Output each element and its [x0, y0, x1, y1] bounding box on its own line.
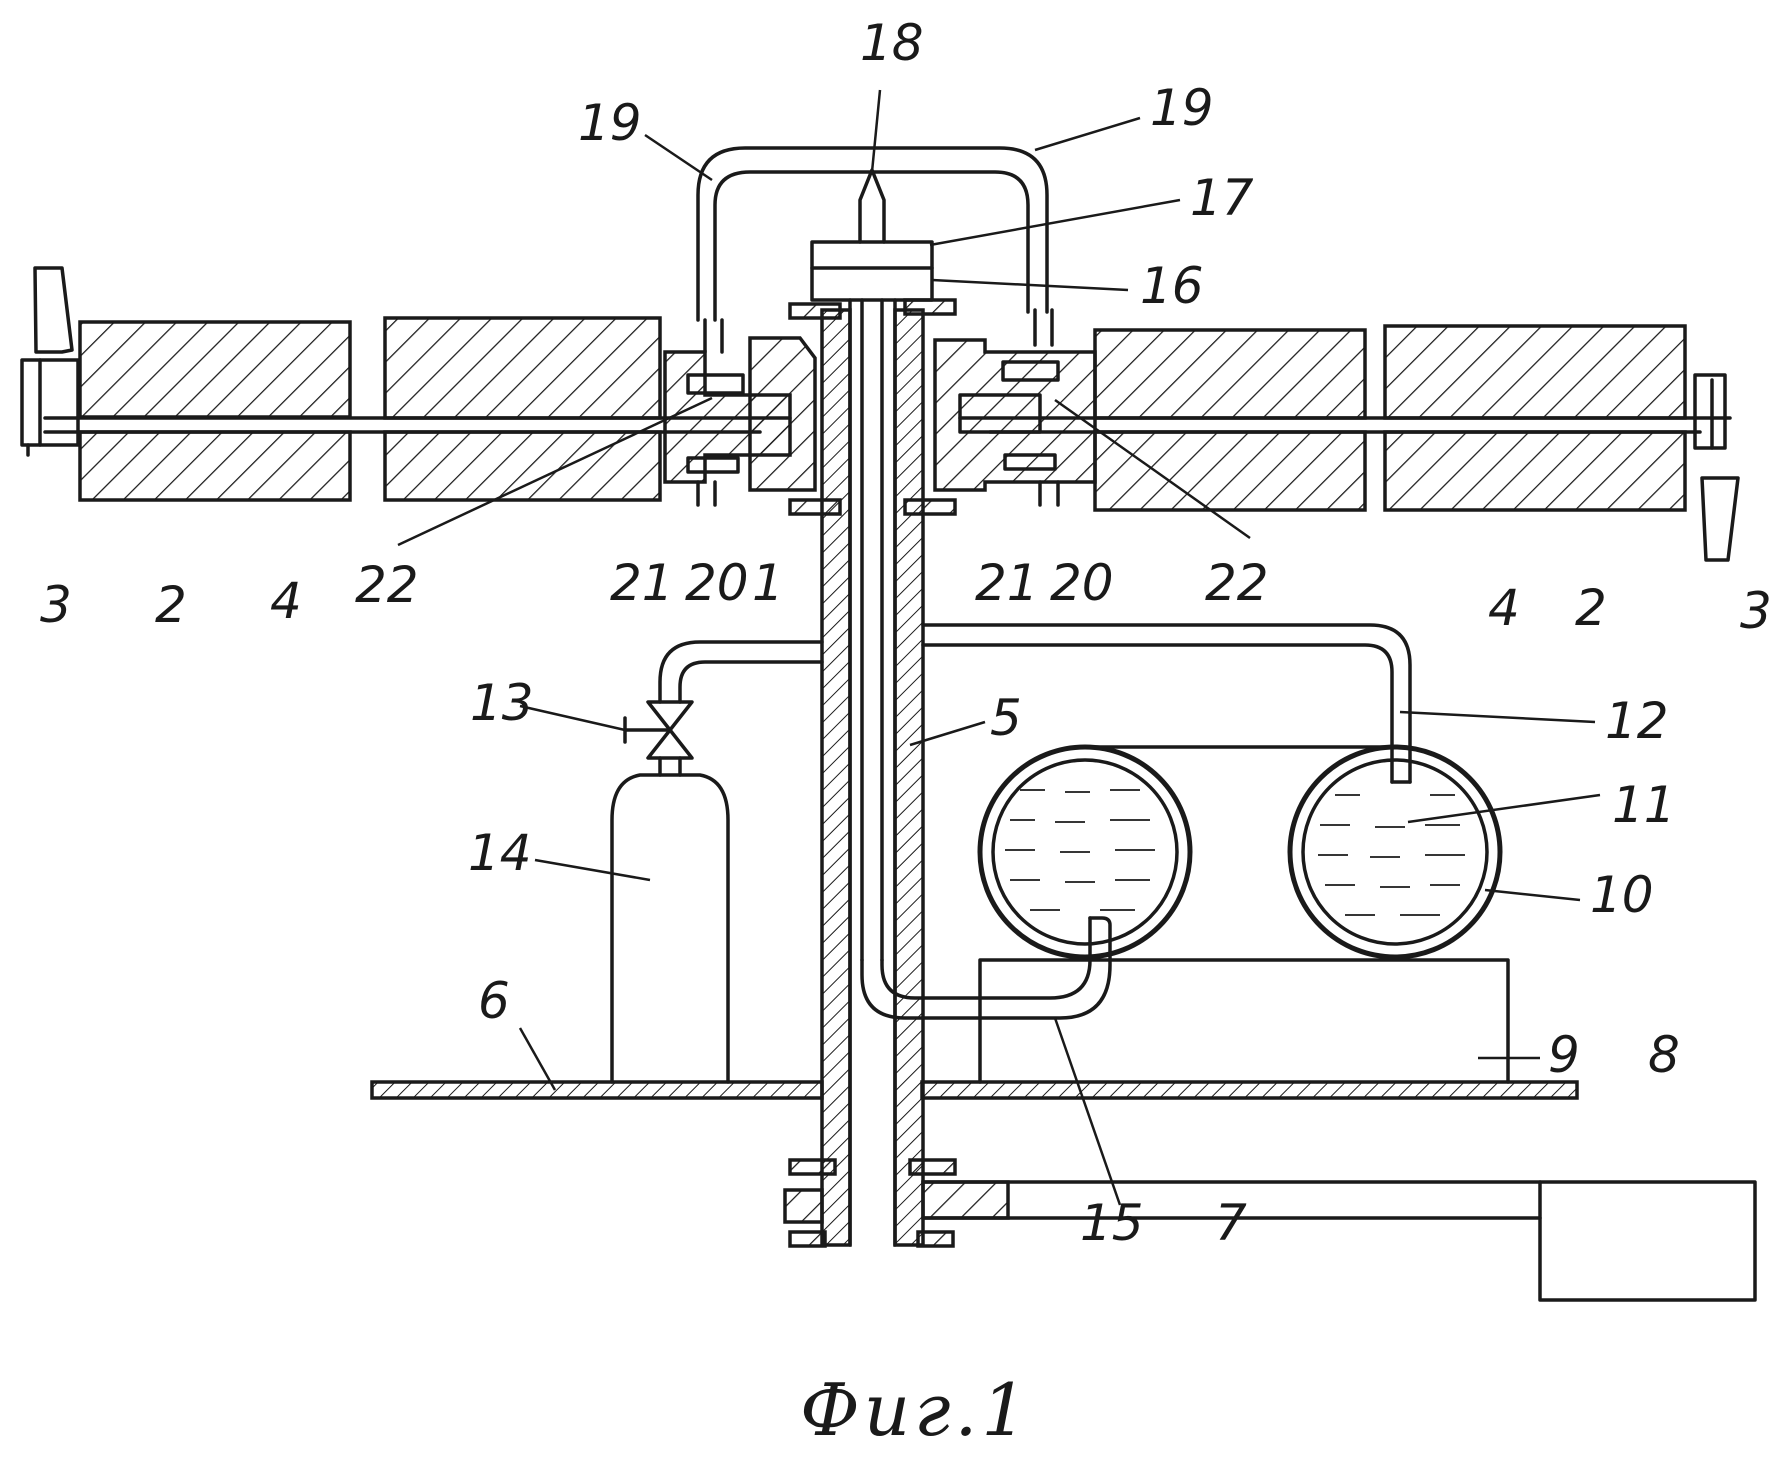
- label-11: 11: [1612, 776, 1676, 834]
- gas-cylinder: [610, 773, 730, 1084]
- siphon-tube: [860, 916, 1112, 1020]
- motor-box: [1538, 1180, 1757, 1302]
- label-12: 12: [1605, 692, 1669, 750]
- label-7: 7: [1215, 1194, 1247, 1252]
- right-inner-block-upper: [1093, 328, 1367, 420]
- left-inner-block-upper: [383, 316, 662, 420]
- right-outer-block-upper: [1383, 324, 1687, 420]
- pipe-to-valve: [658, 640, 824, 704]
- right-inner-block-lower: [1093, 430, 1367, 512]
- left-hub: [663, 318, 817, 507]
- liquid-marks-right: [1318, 794, 1465, 916]
- figure-caption: Фиг.1: [800, 1368, 1031, 1452]
- label-3-left: 3: [40, 576, 72, 634]
- label-16: 16: [1140, 257, 1204, 315]
- label-15: 15: [1080, 1194, 1144, 1252]
- label-3-right: 3: [1740, 582, 1772, 640]
- label-20-left: 20: [685, 554, 749, 612]
- right-outer-block-lower: [1383, 430, 1687, 512]
- label-22-left: 22: [355, 556, 419, 614]
- label-4-left: 4: [270, 572, 302, 630]
- liquid-marks-left: [1005, 789, 1155, 911]
- top-fitting: [810, 168, 934, 302]
- left-nozzle: [20, 266, 80, 457]
- leader-lines: [397, 89, 1601, 1206]
- drive-arm: [921, 1180, 1757, 1302]
- label-2-left: 2: [155, 576, 187, 634]
- label-19-right: 19: [1150, 79, 1214, 137]
- label-14: 14: [468, 824, 532, 882]
- left-arm: [43, 316, 792, 502]
- label-2-right: 2: [1575, 579, 1607, 637]
- label-21-left: 21: [610, 554, 674, 612]
- label-22-right: 22: [1205, 554, 1269, 612]
- central-shaft: [783, 298, 957, 1248]
- platform: [370, 1080, 1579, 1100]
- right-hub: [933, 308, 1097, 507]
- right-nozzle: [1693, 373, 1740, 562]
- label-10: 10: [1590, 866, 1654, 924]
- pipe-12: [921, 623, 1412, 784]
- label-18: 18: [860, 14, 924, 72]
- stand: [978, 958, 1510, 1084]
- left-outer-block-lower: [78, 430, 352, 502]
- part-labels: 18 19 19 17 16 3 2 4 22 21 20 1 21 20 22…: [40, 14, 1772, 1252]
- label-5: 5: [990, 689, 1022, 747]
- label-8: 8: [1648, 1026, 1680, 1084]
- label-20-right: 20: [1050, 554, 1114, 612]
- label-1: 1: [752, 554, 784, 612]
- label-6: 6: [478, 972, 510, 1030]
- vessels: [977, 744, 1503, 960]
- label-4-right: 4: [1488, 579, 1520, 637]
- label-21-right: 21: [975, 554, 1039, 612]
- label-17: 17: [1190, 169, 1254, 227]
- label-9: 9: [1548, 1026, 1580, 1084]
- left-outer-block-upper: [78, 320, 352, 419]
- label-19-left: 19: [578, 94, 642, 152]
- label-13: 13: [470, 674, 534, 732]
- valve: [623, 700, 694, 777]
